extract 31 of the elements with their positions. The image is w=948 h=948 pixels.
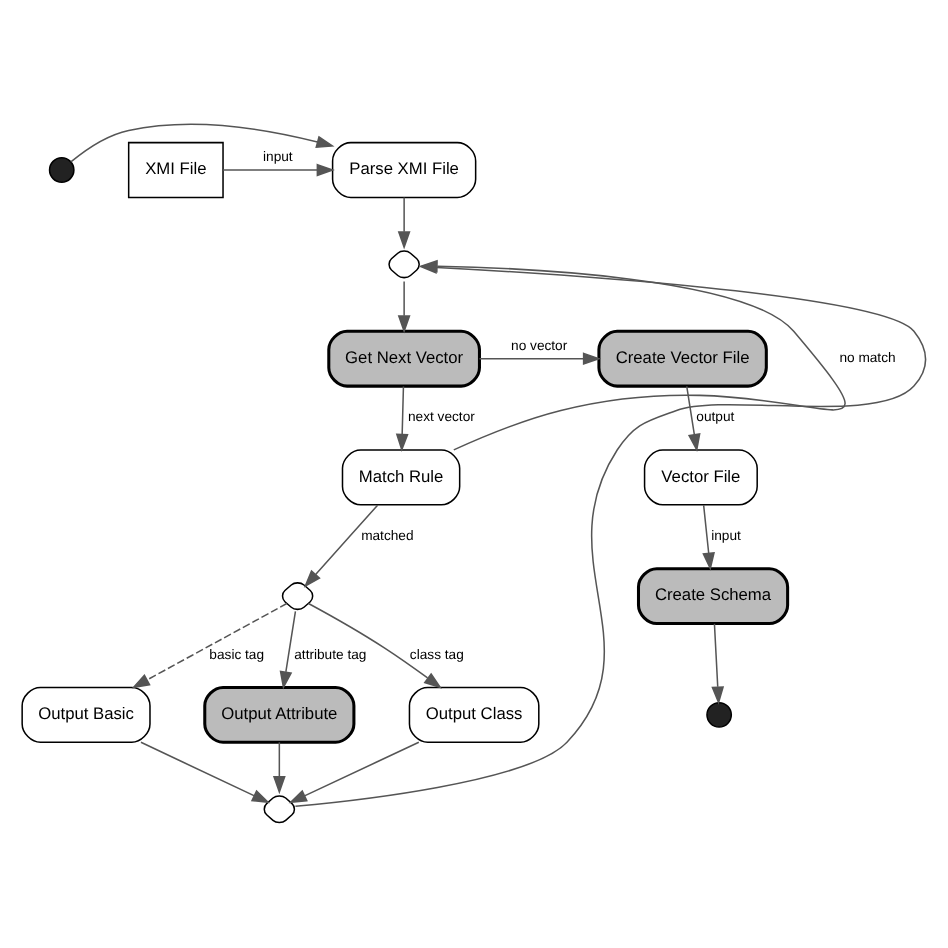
node-box: Output Attribute — [203, 684, 356, 743]
node-box: Output Class — [408, 685, 540, 742]
node-box: Create Vector File — [597, 328, 768, 387]
arrow — [478, 351, 602, 365]
arrow — [279, 609, 297, 689]
node-box: Match Rule — [341, 448, 461, 505]
arrow — [395, 384, 409, 452]
arrow — [70, 122, 335, 162]
node-box: Get Next Vector — [327, 328, 481, 387]
arrow — [397, 279, 411, 333]
node-box: Output Basic — [21, 685, 151, 742]
arrow — [222, 162, 335, 176]
arrow — [288, 740, 420, 803]
node-circle — [706, 700, 733, 727]
node-circle — [48, 156, 75, 182]
arrow — [272, 740, 286, 794]
arrow — [702, 503, 715, 570]
arrow — [397, 195, 411, 249]
node-box: Vector File — [643, 448, 758, 505]
node-box: XMI File — [127, 140, 224, 198]
node-box: Parse XMI File — [331, 140, 477, 198]
arrow — [140, 740, 271, 803]
arrow — [711, 622, 725, 704]
arrow — [307, 601, 443, 688]
node-box: Create Schema — [636, 566, 790, 625]
arrow — [303, 503, 379, 587]
node-diamond — [263, 794, 296, 823]
node-diamond — [388, 249, 420, 278]
node-diamond — [281, 581, 314, 610]
arrow — [131, 601, 288, 688]
arrow — [686, 384, 701, 451]
